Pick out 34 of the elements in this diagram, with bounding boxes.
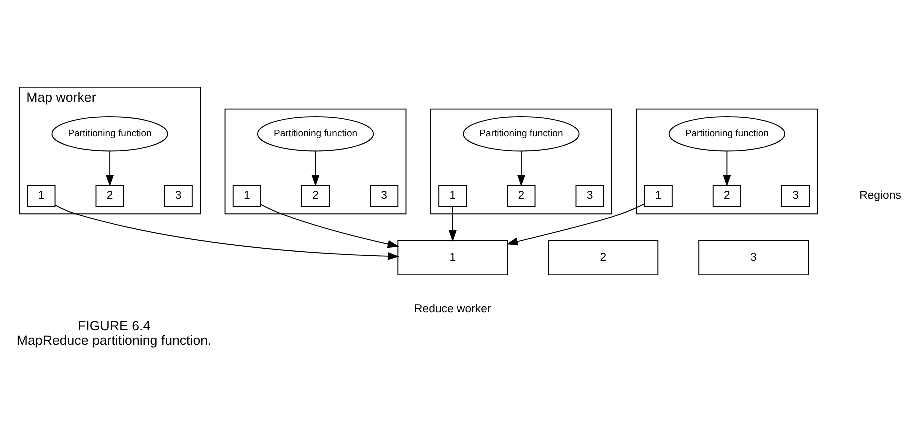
node-box: 3 bbox=[164, 185, 193, 207]
node-box: 2 bbox=[96, 185, 124, 207]
cluster bbox=[224, 108, 407, 215]
node-box: 2 bbox=[301, 185, 330, 207]
node-box: 1 bbox=[27, 185, 56, 207]
diagram-title: FIGURE 6.4 bbox=[78, 318, 151, 334]
node-box: 2 bbox=[507, 185, 536, 207]
node-box: 1 bbox=[398, 240, 508, 276]
arrow bbox=[723, 150, 732, 187]
arrow bbox=[260, 204, 400, 248]
cluster bbox=[636, 108, 818, 215]
node-label: Reduce worker bbox=[414, 303, 492, 316]
node-box: 1 bbox=[232, 185, 262, 207]
node-box: 2 bbox=[712, 185, 742, 207]
label: Regions bbox=[860, 190, 902, 202]
node-ellipse: Partitioning function bbox=[463, 116, 580, 152]
node-box: 1 bbox=[644, 185, 673, 207]
node-ellipse: Partitioning function bbox=[668, 116, 786, 152]
arrow bbox=[517, 150, 526, 187]
caption: MapReduce partitioning function. bbox=[16, 332, 212, 348]
arrow bbox=[312, 150, 320, 187]
node-box: 1 bbox=[438, 185, 468, 207]
node-box: 3 bbox=[781, 185, 810, 207]
node-ellipse: Partitioning function bbox=[52, 116, 168, 152]
node-box: 2 bbox=[548, 240, 659, 276]
node-box: 3 bbox=[576, 185, 604, 207]
cluster bbox=[430, 108, 612, 215]
node-ellipse: Partitioning function bbox=[257, 116, 374, 152]
node-box: 3 bbox=[370, 185, 399, 207]
arrow bbox=[506, 204, 646, 246]
node-box: 3 bbox=[698, 240, 810, 276]
arrow bbox=[448, 206, 457, 242]
arrow bbox=[54, 204, 400, 260]
arrow bbox=[106, 150, 114, 187]
